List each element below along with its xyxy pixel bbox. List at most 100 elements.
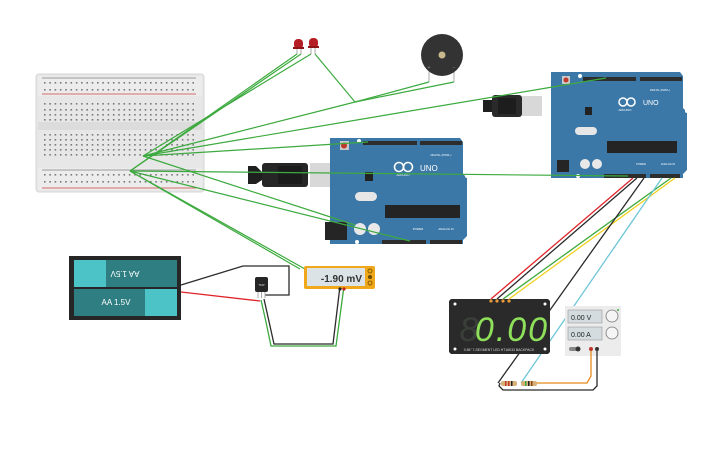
breadboard-hole[interactable] [112, 149, 115, 151]
breadboard-hole[interactable] [65, 181, 67, 183]
breadboard-hole[interactable] [65, 114, 67, 116]
breadboard-hole[interactable] [134, 139, 136, 141]
breadboard-hole[interactable] [65, 144, 67, 146]
breadboard-hole[interactable] [123, 154, 126, 156]
breadboard-hole[interactable] [128, 109, 131, 111]
breadboard-hole[interactable] [123, 114, 126, 116]
power-switch[interactable] [569, 347, 577, 351]
breadboard-hole[interactable] [81, 89, 83, 91]
breadboard-hole[interactable] [49, 119, 51, 121]
breadboard-hole[interactable] [54, 144, 57, 146]
breadboard-hole[interactable] [65, 134, 67, 136]
breadboard-hole[interactable] [70, 119, 73, 121]
breadboard-hole[interactable] [165, 114, 168, 116]
breadboard-hole[interactable] [118, 119, 120, 121]
breadboard-hole[interactable] [181, 154, 184, 156]
breadboard-hole[interactable] [144, 82, 147, 84]
breadboard-hole[interactable] [59, 139, 62, 141]
breadboard-hole[interactable] [134, 181, 136, 183]
breadboard-hole[interactable] [171, 82, 173, 84]
breadboard-hole[interactable] [150, 82, 152, 84]
breadboard-hole[interactable] [102, 174, 104, 176]
breadboard-hole[interactable] [59, 89, 62, 91]
breadboard-hole[interactable] [139, 134, 141, 136]
breadboard-hole[interactable] [81, 154, 83, 156]
breadboard-hole[interactable] [86, 149, 88, 151]
breadboard-hole[interactable] [150, 89, 152, 91]
breadboard-hole[interactable] [171, 144, 173, 146]
breadboard-hole[interactable] [54, 114, 57, 116]
breadboard-hole[interactable] [59, 174, 62, 176]
breadboard-hole[interactable] [134, 149, 136, 151]
breadboard-hole[interactable] [134, 119, 136, 121]
breadboard-hole[interactable] [123, 181, 126, 183]
breadboard-hole[interactable] [155, 144, 157, 146]
breadboard-hole[interactable] [112, 109, 115, 111]
breadboard-hole[interactable] [102, 154, 104, 156]
breadboard-hole[interactable] [128, 82, 131, 84]
breadboard-hole[interactable] [123, 149, 126, 151]
breadboard-hole[interactable] [107, 181, 110, 183]
breadboard-hole[interactable] [181, 109, 184, 111]
breadboard-hole[interactable] [187, 154, 189, 156]
breadboard-hole[interactable] [155, 119, 157, 121]
breadboard-hole[interactable] [59, 149, 62, 151]
breadboard-hole[interactable] [139, 139, 141, 141]
breadboard-hole[interactable] [176, 114, 179, 116]
breadboard-hole[interactable] [150, 119, 152, 121]
breadboard-hole[interactable] [49, 134, 51, 136]
breadboard[interactable] [35, 73, 205, 193]
breadboard-hole[interactable] [44, 144, 46, 146]
breadboard-hole[interactable] [160, 89, 163, 91]
breadboard-hole[interactable] [150, 103, 152, 105]
breadboard-hole[interactable] [91, 144, 94, 146]
breadboard-hole[interactable] [86, 174, 88, 176]
breadboard-hole[interactable] [44, 114, 46, 116]
breadboard-hole[interactable] [165, 82, 168, 84]
breadboard-hole[interactable] [75, 134, 78, 136]
breadboard-hole[interactable] [128, 139, 131, 141]
breadboard-hole[interactable] [118, 82, 120, 84]
breadboard-hole[interactable] [54, 119, 57, 121]
breadboard-hole[interactable] [65, 139, 67, 141]
breadboard-hole[interactable] [97, 139, 99, 141]
breadboard-hole[interactable] [160, 174, 163, 176]
breadboard-hole[interactable] [181, 89, 184, 91]
breadboard-hole[interactable] [81, 144, 83, 146]
breadboard-hole[interactable] [187, 174, 189, 176]
breadboard-hole[interactable] [70, 103, 73, 105]
breadboard-hole[interactable] [112, 139, 115, 141]
breadboard-hole[interactable] [134, 174, 136, 176]
breadboard-hole[interactable] [54, 134, 57, 136]
breadboard-hole[interactable] [81, 114, 83, 116]
breadboard-hole[interactable] [144, 109, 147, 111]
breadboard-hole[interactable] [134, 114, 136, 116]
breadboard-hole[interactable] [123, 139, 126, 141]
breadboard-hole[interactable] [102, 109, 104, 111]
breadboard-hole[interactable] [171, 134, 173, 136]
breadboard-hole[interactable] [44, 149, 46, 151]
breadboard-hole[interactable] [81, 139, 83, 141]
breadboard-hole[interactable] [128, 181, 131, 183]
breadboard-hole[interactable] [54, 89, 57, 91]
breadboard-hole[interactable] [81, 174, 83, 176]
breadboard-hole[interactable] [187, 149, 189, 151]
breadboard-hole[interactable] [123, 109, 126, 111]
breadboard-hole[interactable] [107, 149, 110, 151]
breadboard-hole[interactable] [155, 82, 157, 84]
breadboard-hole[interactable] [112, 181, 115, 183]
breadboard-hole[interactable] [187, 139, 189, 141]
breadboard-hole[interactable] [59, 181, 62, 183]
breadboard-hole[interactable] [118, 144, 120, 146]
breadboard-hole[interactable] [192, 139, 194, 141]
breadboard-hole[interactable] [171, 103, 173, 105]
breadboard-hole[interactable] [192, 89, 194, 91]
breadboard-hole[interactable] [155, 103, 157, 105]
breadboard-hole[interactable] [102, 139, 104, 141]
breadboard-hole[interactable] [134, 134, 136, 136]
breadboard-hole[interactable] [128, 103, 131, 105]
resistor-2[interactable] [521, 381, 537, 386]
breadboard-hole[interactable] [81, 82, 83, 84]
green-wires[interactable] [129, 53, 629, 270]
breadboard-hole[interactable] [118, 89, 120, 91]
